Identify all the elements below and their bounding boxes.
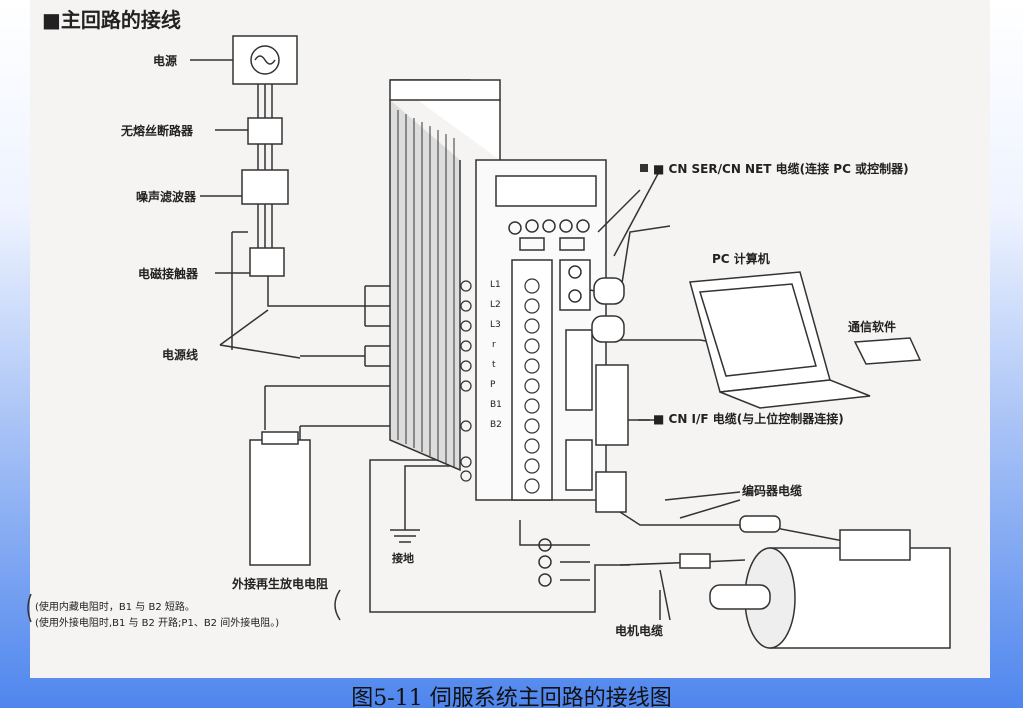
label-pc: PC 计算机 <box>712 252 770 266</box>
label-ground: 接地 <box>392 552 414 565</box>
label-breaker: 无熔丝断路器 <box>121 124 194 138</box>
noise-filter-box <box>241 169 289 205</box>
terminal-label-t: t <box>492 360 496 370</box>
label-cn-if: ■ CN I/F 电缆(与上位控制器连接) <box>653 412 844 426</box>
pc-laptop <box>689 271 831 393</box>
label-motor-cable: 电机电缆 <box>615 624 664 638</box>
figure-caption: 图5-11 伺服系统主回路的接线图 <box>351 686 672 711</box>
label-contactor: 电磁接触器 <box>138 267 199 281</box>
ac-source-icon <box>250 45 280 75</box>
label-cn-ser: ■ CN SER/CN NET 电缆(连接 PC 或控制器) <box>653 162 909 176</box>
label-encoder-cable: 编码器电缆 <box>742 484 803 498</box>
label-power-source: 电源 <box>153 54 178 68</box>
label-noise-filter: 噪声滤波器 <box>136 190 197 204</box>
contactor-box <box>249 247 285 277</box>
breaker-box <box>247 117 283 145</box>
note-external-resistor: (使用外接电阻时,B1 与 B2 开路;P1、B2 间外接电阻。) <box>35 618 280 629</box>
label-software: 通信软件 <box>848 320 897 334</box>
terminal-label-L2: L2 <box>490 300 501 310</box>
software-disk <box>853 337 922 365</box>
terminal-label-P: P <box>490 380 496 390</box>
encoder-connector <box>565 439 593 491</box>
label-power-line: 电源线 <box>162 348 199 362</box>
terminal-label-L3: L3 <box>490 320 501 330</box>
terminal-label-B2: B2 <box>490 420 502 430</box>
terminal-label-B1: B1 <box>490 400 502 410</box>
terminal-label-r: r <box>492 340 496 350</box>
page-title: ■主回路的接线 <box>42 8 181 32</box>
cn-if-connector <box>565 329 593 411</box>
label-regen-resistor: 外接再生放电电阻 <box>232 577 329 591</box>
note-builtin-resistor: (使用内藏电阻时，B1 与 B2 短路。 <box>35 602 195 613</box>
terminal-block <box>511 259 553 501</box>
servo-motor <box>769 547 951 649</box>
regen-resistor-box <box>249 439 311 566</box>
drive-display <box>495 175 597 207</box>
terminal-label-L1: L1 <box>490 280 501 290</box>
